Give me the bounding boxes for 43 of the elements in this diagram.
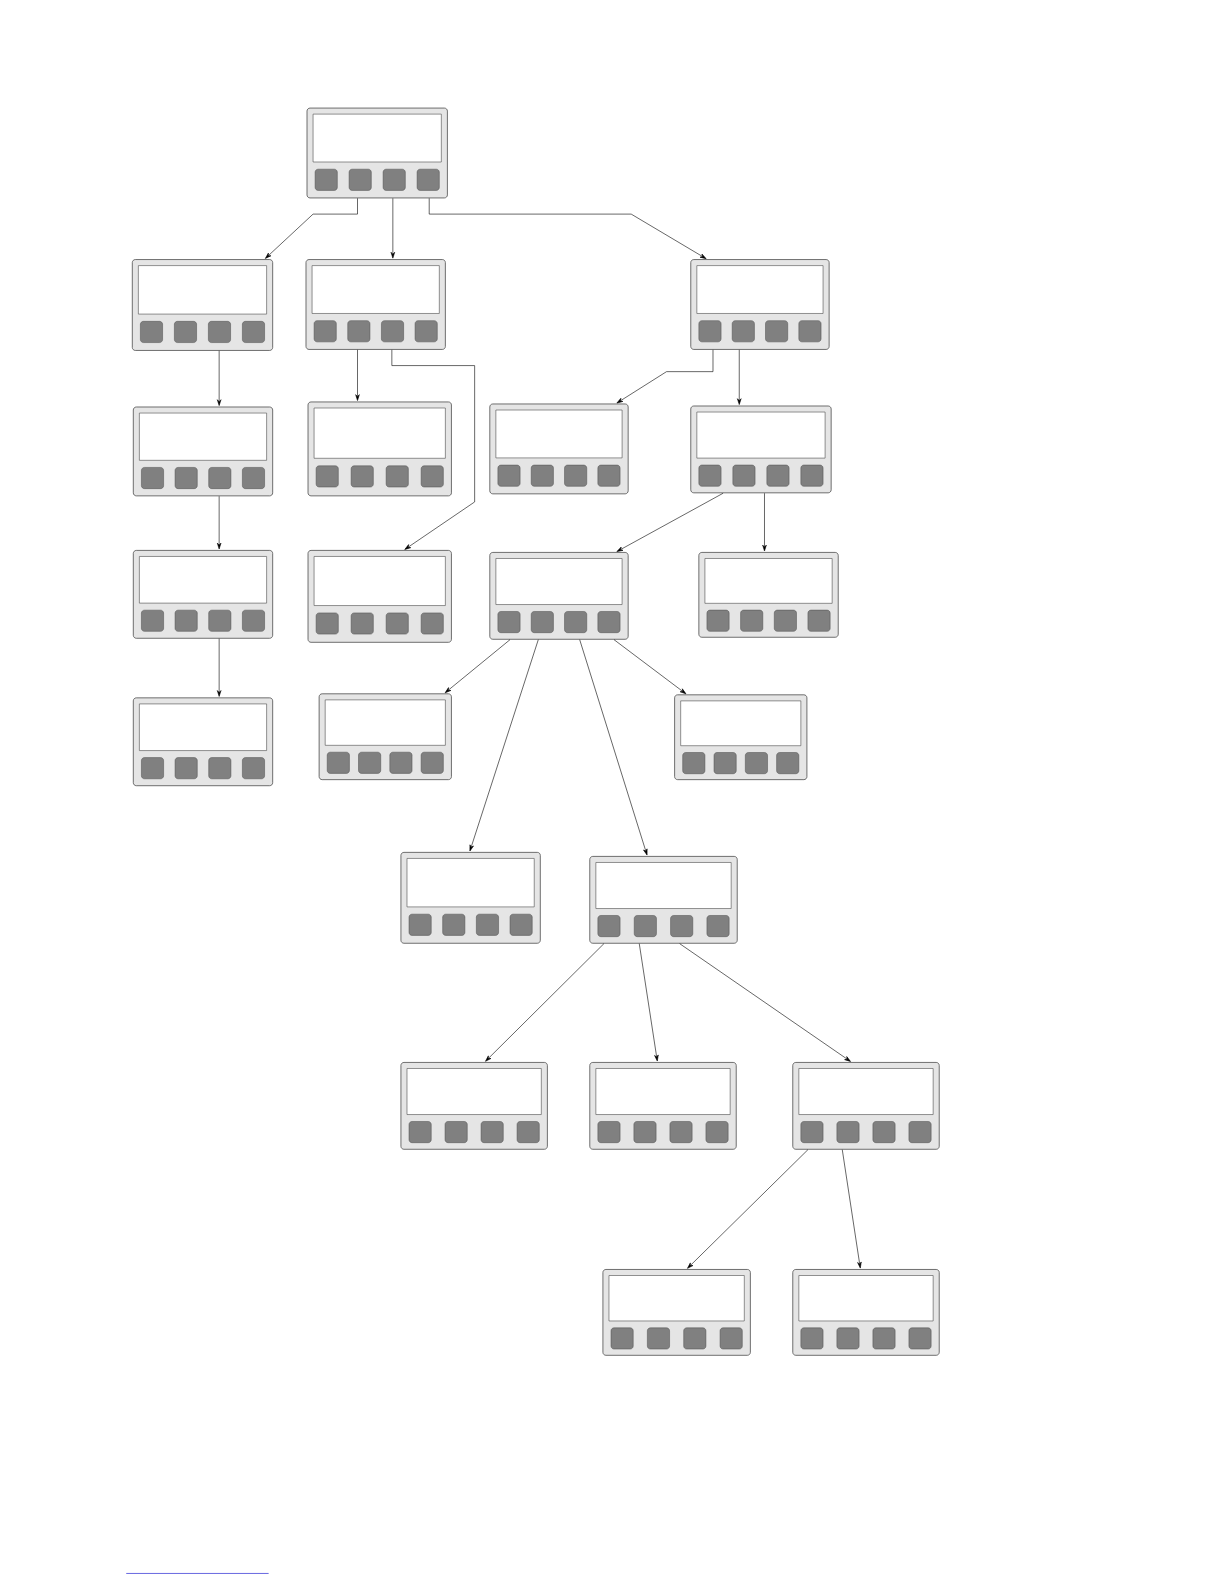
panel-drawing (400, 851, 541, 944)
arrow (579, 639, 648, 856)
arrow (217, 350, 222, 406)
arrow (428, 198, 707, 259)
panel-drawing (589, 1062, 737, 1150)
arrow (217, 638, 222, 697)
arrow (444, 639, 511, 694)
panel-drawing (690, 259, 830, 350)
panel-drawing (489, 552, 629, 640)
panel-drawing (698, 552, 839, 638)
arrow (616, 492, 724, 552)
panel-drawing (132, 406, 274, 497)
arrow (485, 943, 605, 1062)
arrow (469, 639, 539, 852)
panel-drawing (132, 550, 274, 639)
panel-drawing (489, 403, 629, 495)
panel-drawing (318, 693, 452, 781)
panel-drawing (132, 697, 274, 787)
panel-drawing (792, 1062, 940, 1150)
arrow (391, 349, 475, 550)
panel-drawing (305, 259, 446, 350)
panel-drawing (589, 856, 738, 944)
arrow (217, 495, 222, 550)
panel-drawing (690, 405, 832, 494)
arrow (687, 1149, 809, 1269)
panel-drawing (307, 550, 452, 643)
arrow (265, 198, 358, 259)
arrow (638, 943, 659, 1062)
panel-drawing (307, 401, 452, 497)
arrow (613, 639, 687, 695)
panel-drawing (131, 259, 274, 351)
arrow (679, 943, 851, 1062)
arrow (737, 349, 742, 405)
arrow (762, 492, 767, 552)
arrow (616, 349, 714, 404)
panel-drawing (602, 1269, 751, 1356)
panel-drawing (306, 107, 448, 199)
arrow (841, 1149, 862, 1269)
arrow (390, 198, 395, 259)
panel-drawing (400, 1062, 548, 1150)
panel-drawing (792, 1269, 940, 1356)
panel-drawing (674, 694, 808, 781)
arrow (355, 349, 360, 401)
